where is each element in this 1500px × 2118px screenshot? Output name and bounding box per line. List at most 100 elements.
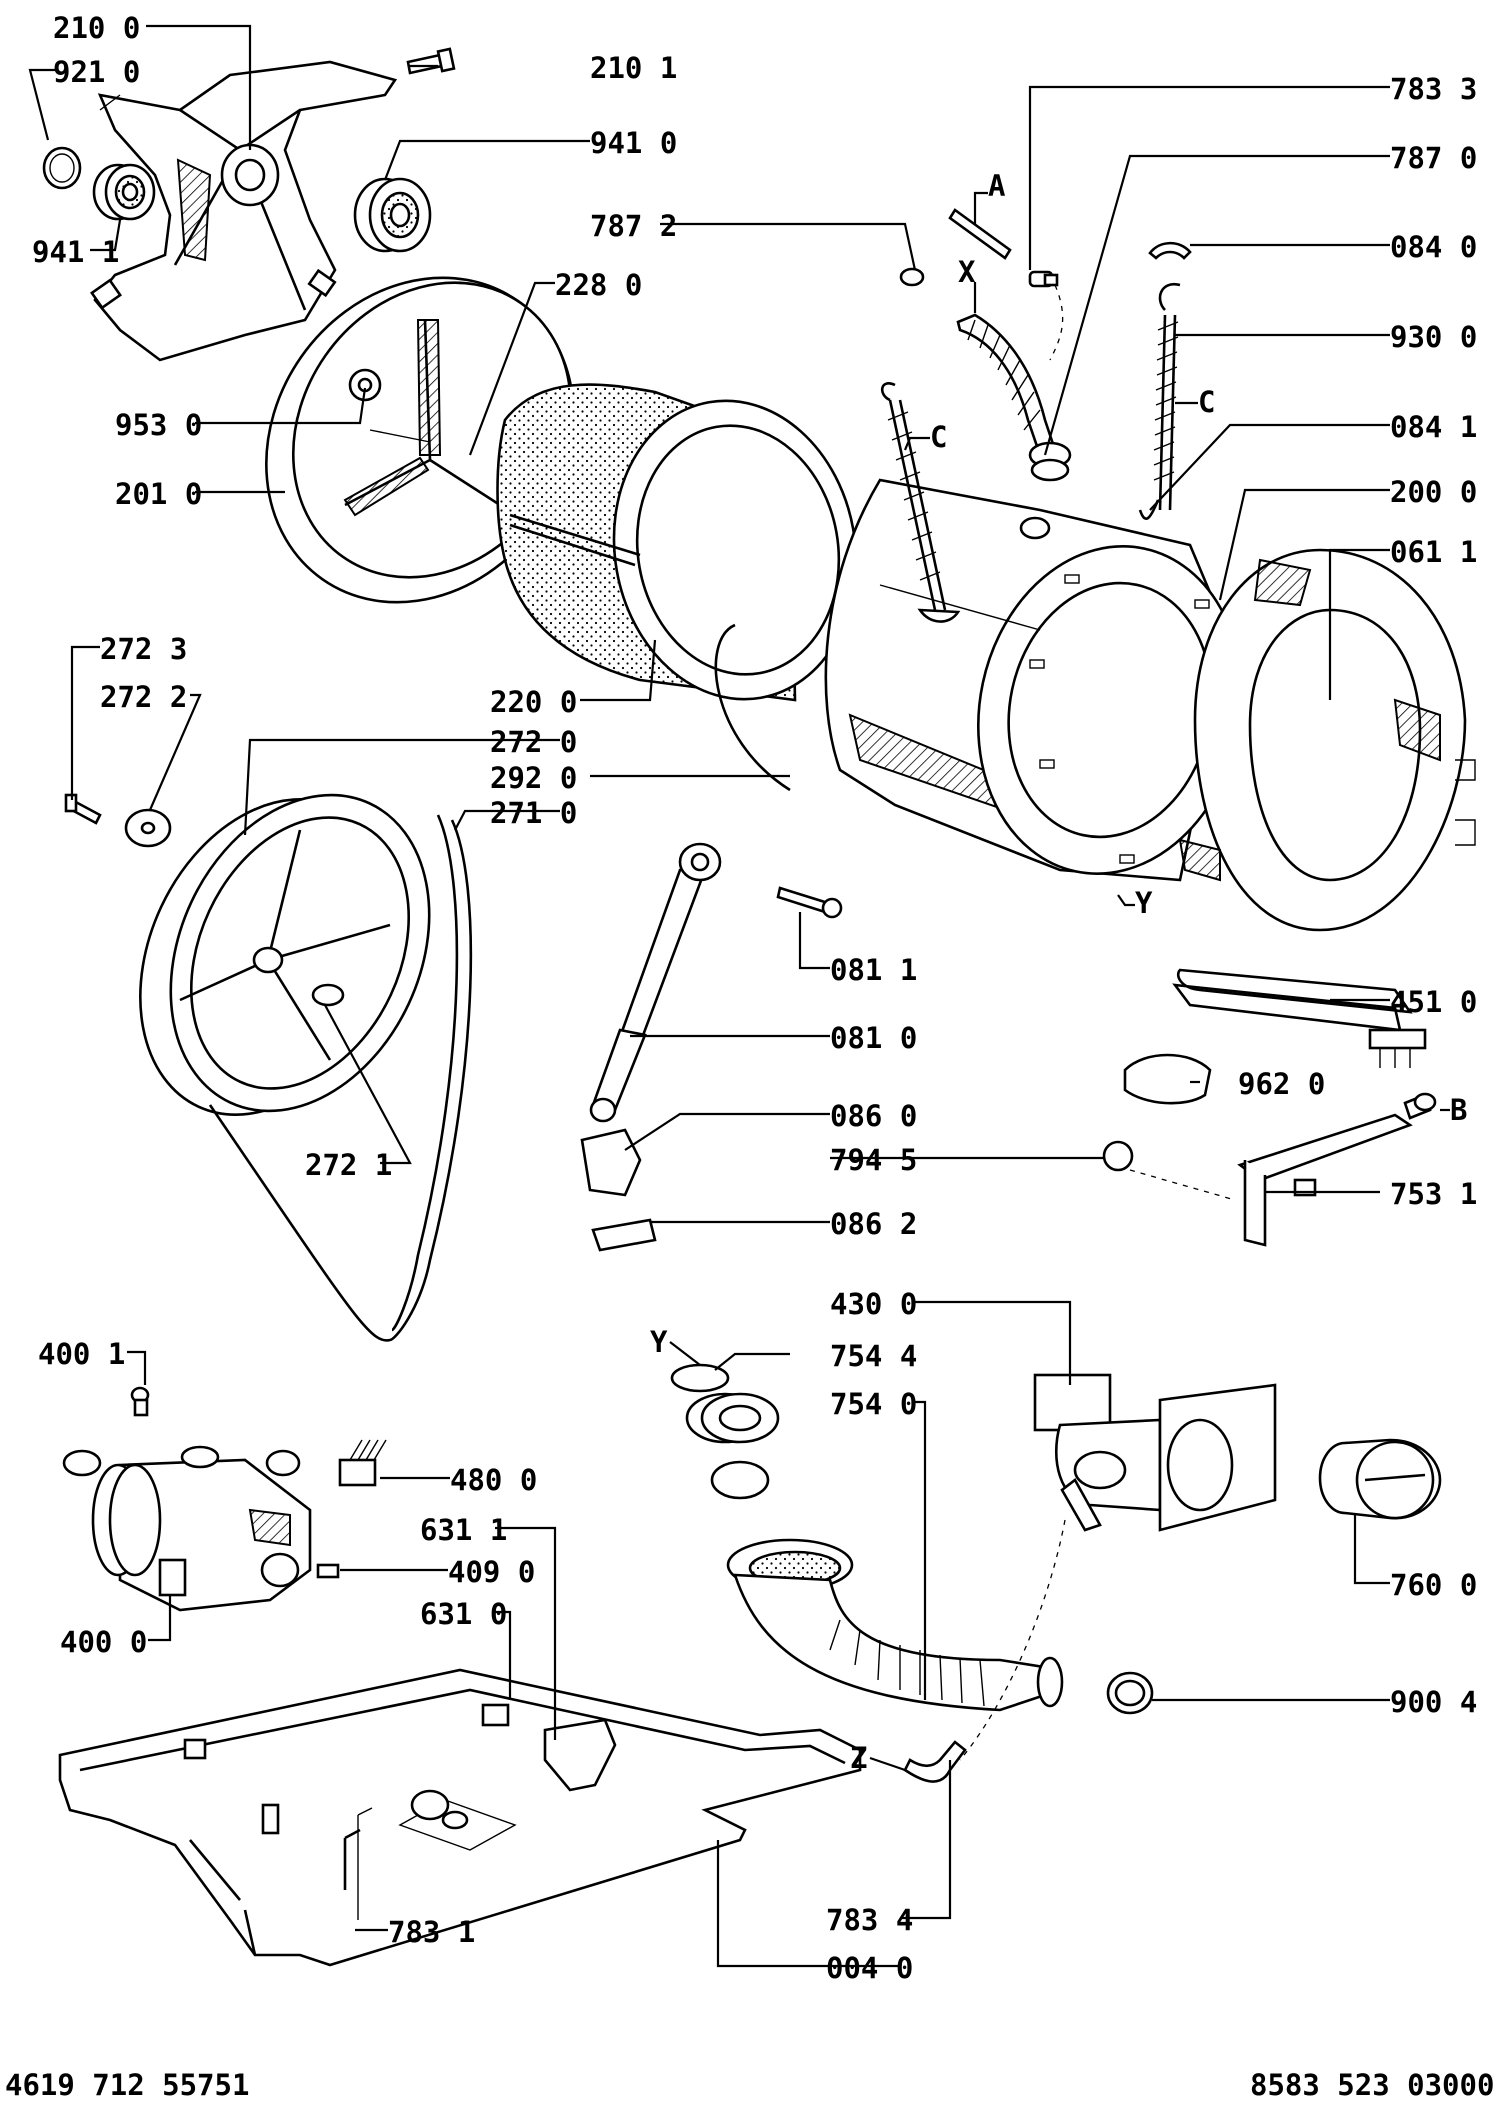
hose-clip-part: [899, 267, 925, 287]
footer-right-code: 8583 523 03000: [1250, 2068, 1494, 2102]
part-label: 787 2: [590, 209, 677, 243]
reference-letters: A X C C Y B Y Z: [650, 169, 1467, 1775]
part-label: 292 0: [490, 761, 577, 795]
part-label: 272 3: [100, 632, 187, 666]
ref-letter: Y: [650, 1325, 668, 1359]
part-label: 228 0: [555, 268, 642, 302]
clip-part: [1148, 241, 1192, 260]
part-label: 400 0: [60, 1625, 147, 1659]
thermostat-bracket-part: [1237, 1092, 1437, 1247]
part-label: 930 0: [1390, 320, 1477, 354]
large-bearing-part: [353, 177, 432, 253]
part-label: 631 0: [420, 1597, 507, 1631]
bolt-part: [406, 47, 456, 75]
pump-filter-part: [1318, 1438, 1442, 1520]
part-label: 794 5: [830, 1143, 917, 1177]
small-bearing-part: [92, 163, 156, 221]
shock-absorber-part: [589, 842, 722, 1123]
part-label: 753 1: [1390, 1177, 1477, 1211]
outer-tub-part: [824, 478, 1244, 882]
hose-clamp-part: [1106, 1671, 1154, 1715]
ref-letter: B: [1450, 1093, 1467, 1127]
connector-part: [338, 1439, 387, 1487]
part-label: 783 4: [826, 1903, 913, 1937]
ref-letter: C: [1198, 385, 1215, 419]
part-label: 272 1: [305, 1148, 392, 1182]
shock-bolt-part: [776, 886, 843, 919]
filter-cap-part: [710, 1460, 770, 1500]
part-label: 272 0: [490, 725, 577, 759]
door-seal-part: [1178, 548, 1476, 932]
pipe-part: [714, 623, 791, 792]
part-label: 271 0: [490, 796, 577, 830]
suspension-spring-left-part: [881, 382, 961, 623]
bellows-hose-part: [956, 313, 1072, 482]
carbon-brush-part: [316, 1563, 340, 1579]
washer-part: [124, 808, 172, 848]
shock-bracket-part: [580, 1128, 642, 1197]
part-label: 900 4: [1390, 1685, 1477, 1719]
part-label: 430 0: [830, 1287, 917, 1321]
part-label: 004 0: [826, 1951, 913, 1985]
part-label: 201 0: [115, 477, 202, 511]
ref-letter: Y: [1135, 886, 1153, 920]
part-label: 451 0: [1390, 985, 1477, 1019]
heater-element-part: [1172, 968, 1427, 1068]
part-label: 921 0: [53, 55, 140, 89]
part-label: 953 0: [115, 408, 202, 442]
base-plate-part: [58, 1668, 862, 1967]
ref-letter: C: [930, 420, 947, 454]
drain-pump-part: [959, 1373, 1277, 1761]
pad-part: [1123, 1053, 1212, 1105]
motor-plug-part: [130, 1386, 150, 1417]
leader-lines: [28, 24, 1390, 1968]
spider-cross-part: [90, 60, 398, 362]
part-label: 084 1: [1390, 410, 1477, 444]
seal-ring-part: [670, 1363, 730, 1393]
filter-seal-part: [685, 1392, 780, 1444]
part-label: 272 2: [100, 680, 187, 714]
part-label: 760 0: [1390, 1568, 1477, 1602]
part-label: 210 0: [53, 11, 140, 45]
valve-part: [1028, 270, 1064, 361]
part-label: 081 0: [830, 1021, 917, 1055]
knob-part: [1102, 1140, 1236, 1201]
circlip-part: [42, 146, 82, 190]
short-hose-part: [903, 1740, 967, 1783]
part-label: 754 0: [830, 1387, 917, 1421]
ref-letter: A: [988, 169, 1005, 203]
part-label: 787 0: [1390, 141, 1477, 175]
pin-part: [948, 208, 1012, 260]
part-label: 220 0: [490, 685, 577, 719]
part-label: 061 1: [1390, 535, 1477, 569]
part-label: 480 0: [450, 1463, 537, 1497]
part-label: 631 1: [420, 1513, 507, 1547]
part-label: 086 0: [830, 1099, 917, 1133]
drum-pulley-part: [139, 793, 473, 1342]
part-label: 210 1: [590, 51, 677, 85]
part-labels: 210 0 921 0 210 1 941 0 941 1 783 3 787 …: [32, 11, 1477, 1985]
part-label: 086 2: [830, 1207, 917, 1241]
part-label: 084 0: [1390, 230, 1477, 264]
part-label: 081 1: [830, 953, 917, 987]
part-label: 783 3: [1390, 72, 1477, 106]
ref-letter: Z: [850, 1741, 867, 1775]
part-label: 200 0: [1390, 475, 1477, 509]
footer-left-code: 4619 712 55751: [5, 2068, 249, 2102]
motor-part: [62, 1445, 312, 1612]
pressure-pipe-part: [343, 1828, 361, 1890]
reference-leaders: [669, 191, 1450, 1772]
part-label: 400 1: [38, 1337, 125, 1371]
part-label: 754 4: [830, 1339, 917, 1373]
part-label: 962 0: [1238, 1067, 1325, 1101]
inner-drum-part: [496, 383, 858, 702]
drain-hose-part: [726, 1538, 1064, 1712]
part-label: 409 0: [448, 1555, 535, 1589]
ref-letter: X: [958, 255, 976, 289]
part-label: 941 1: [32, 235, 119, 269]
part-label: 941 0: [590, 126, 677, 160]
part-label: 783 1: [388, 1915, 475, 1949]
suspension-spring-part: [1138, 282, 1181, 521]
shock-clip-part: [591, 1218, 657, 1252]
